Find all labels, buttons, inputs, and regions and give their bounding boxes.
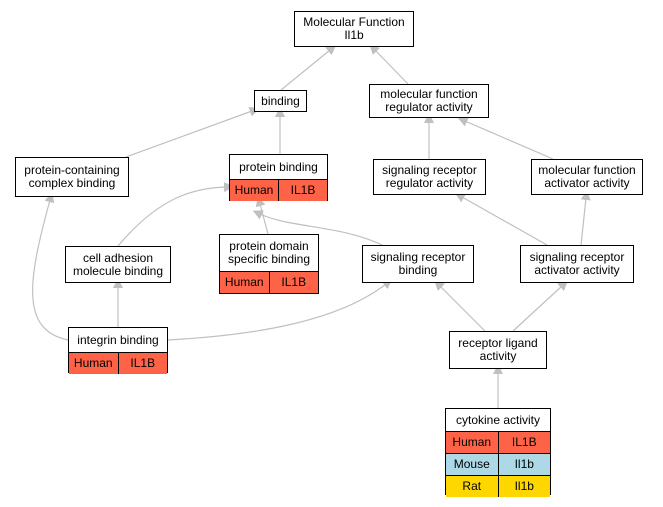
gene-cell: IL1B — [268, 272, 319, 293]
annotation-row-human: Human IL1B — [230, 179, 327, 201]
edge-signaling-receptor-binding-to-protein-binding — [252, 210, 383, 246]
term-label: receptor ligand activity — [458, 336, 538, 363]
term-label: protein-containing complex binding — [24, 163, 120, 190]
gene-cell: IL1B — [117, 353, 168, 374]
gene-cell: IL1B — [278, 180, 327, 201]
term-label: signaling receptor regulator activity — [382, 163, 477, 190]
edge-receptor-ligand-to-signaling-receptor-activator — [512, 280, 568, 332]
term-node-signaling-receptor-regulator[interactable]: signaling receptor regulator activity — [373, 159, 486, 195]
annotation-row-mouse: Mouse Il1b — [446, 453, 550, 475]
edge-protein-complex-binding-to-binding — [125, 106, 260, 158]
edge-integrin-binding-to-signaling-receptor-binding — [167, 279, 393, 341]
term-label: molecular function regulator activity — [380, 87, 478, 114]
annotation-row-human: Human IL1B — [446, 431, 550, 453]
species-cell: Human — [224, 275, 264, 289]
term-node-mf-activator[interactable]: molecular function activator activity — [531, 159, 643, 195]
term-node-receptor-ligand[interactable]: receptor ligand activity — [449, 331, 547, 369]
edge-protein-domain-binding-to-protein-binding — [255, 196, 269, 235]
species-cell: Human — [73, 356, 113, 370]
gene-cell: IL1B — [497, 432, 551, 453]
term-node-protein-complex-binding[interactable]: protein-containing complex binding — [15, 157, 129, 197]
term-label: molecular function activator activity — [538, 163, 636, 190]
annotation-row-human: Human IL1B — [220, 271, 318, 293]
term-label: signaling receptor binding — [370, 250, 466, 277]
edge-mf-activator-to-mf-regulator — [457, 117, 554, 160]
term-node-signaling-receptor-activator[interactable]: signaling receptor activator activity — [520, 245, 634, 283]
term-label: cell adhesion molecule binding — [72, 250, 164, 278]
annotation-row-rat: Rat Il1b — [446, 475, 550, 497]
edge-signaling-receptor-activator-to-mf-activator — [580, 190, 591, 246]
term-label: binding — [261, 93, 300, 108]
term-node-cell-adhesion-binding[interactable]: cell adhesion molecule binding — [65, 246, 171, 283]
edge-receptor-ligand-to-signaling-receptor-binding — [434, 280, 486, 332]
gene-cell: Il1b — [497, 476, 551, 497]
term-node-signaling-receptor-binding[interactable]: signaling receptor binding — [362, 245, 474, 283]
term-node-mf-root[interactable]: Molecular Function Il1b — [294, 11, 414, 47]
term-node-mf-regulator[interactable]: molecular function regulator activity — [369, 84, 489, 118]
term-label: protein binding — [239, 159, 318, 174]
species-cell: Human — [234, 183, 274, 197]
edge-binding-to-mf-root — [280, 44, 337, 91]
species-cell: Human — [452, 435, 492, 449]
species-cell: Rat — [462, 479, 482, 493]
term-node-binding[interactable]: binding — [254, 90, 307, 112]
edge-cell-adhesion-binding-to-protein-binding — [117, 182, 234, 247]
term-label: integrin binding — [77, 332, 159, 347]
term-label: Molecular Function Il1b — [303, 15, 405, 42]
edge-mf-regulator-to-mf-root — [369, 44, 409, 85]
annotation-row-human: Human IL1B — [69, 352, 167, 374]
species-cell: Mouse — [453, 457, 490, 471]
term-label: signaling receptor activator activity — [529, 250, 625, 277]
term-label: cytokine activity — [455, 412, 541, 427]
gene-cell: Il1b — [497, 454, 551, 475]
edge-integrin-binding-to-protein-complex-binding — [32, 192, 69, 341]
term-label: protein domain specific binding — [227, 239, 311, 266]
edge-signaling-receptor-activator-to-signaling-receptor-regulator — [455, 193, 548, 246]
